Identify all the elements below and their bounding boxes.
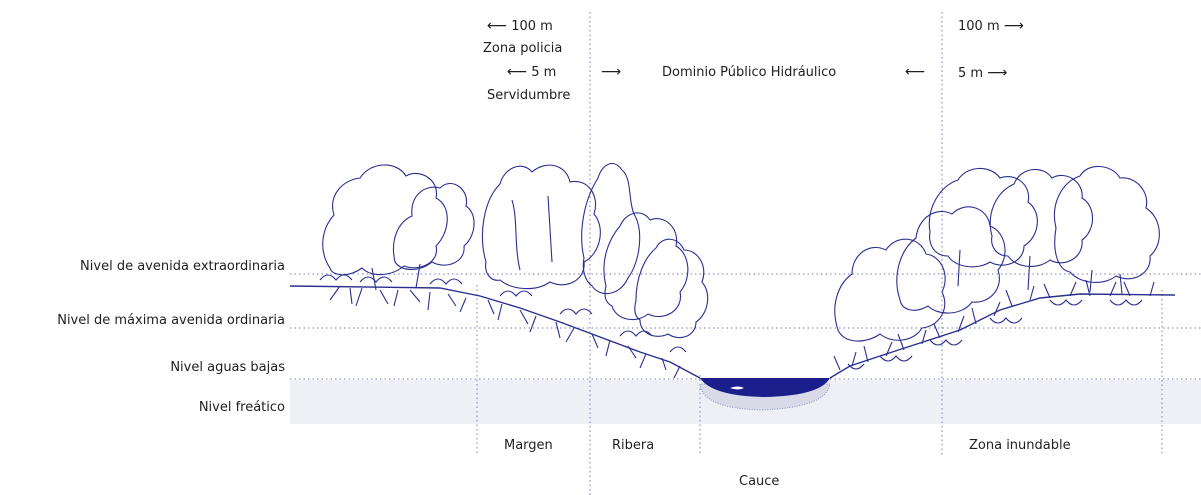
left-5m-value: 5 m bbox=[531, 65, 557, 80]
channel-water bbox=[700, 378, 830, 397]
zone-label-margen: Margen bbox=[504, 438, 553, 453]
left-5m-label: ⟵ 5 m bbox=[507, 64, 556, 81]
arrow-left-icon: ⟵ bbox=[507, 64, 528, 80]
dominio-left-arrow: ⟶ bbox=[601, 64, 621, 81]
level-label-extraordinaria: Nivel de avenida extraordinaria bbox=[80, 259, 285, 274]
right-5m-value: 5 m bbox=[958, 66, 984, 81]
servidumbre-label: Servidumbre bbox=[487, 88, 571, 103]
zone-label-ribera: Ribera bbox=[612, 438, 655, 453]
right-100m-label: 100 m ⟶ bbox=[958, 18, 1024, 35]
zone-label-zona-inundable: Zona inundable bbox=[969, 438, 1071, 453]
left-100m-value: 100 m bbox=[511, 19, 553, 34]
arrow-right-icon: ⟶ bbox=[601, 64, 622, 80]
fish-mark bbox=[730, 386, 744, 390]
zone-label-cauce: Cauce bbox=[739, 474, 780, 489]
right-bank-vegetation bbox=[833, 165, 1160, 371]
dominio-right-arrow: ⟵ bbox=[905, 64, 925, 81]
level-label-aguas-bajas: Nivel aguas bajas bbox=[170, 360, 285, 375]
level-label-freatico: Nivel freático bbox=[198, 400, 285, 415]
arrow-right-icon: ⟶ bbox=[987, 65, 1008, 81]
left-100m-label: ⟵ 100 m bbox=[487, 18, 553, 35]
dominio-publico-label: Dominio Público Hidráulico bbox=[662, 65, 837, 80]
arrow-left-icon: ⟵ bbox=[487, 18, 508, 34]
ground-profile bbox=[289, 285, 1176, 379]
arrow-right-icon: ⟶ bbox=[1003, 18, 1024, 34]
zona-policia-label: Zona policia bbox=[483, 41, 563, 56]
right-100m-value: 100 m bbox=[958, 19, 1000, 34]
arrow-left-icon: ⟵ bbox=[905, 64, 926, 80]
left-bank-vegetation bbox=[319, 163, 709, 379]
right-5m-label: 5 m ⟶ bbox=[958, 65, 1007, 82]
level-label-maxima-ordinaria: Nivel de máxima avenida ordinaria bbox=[57, 313, 285, 328]
